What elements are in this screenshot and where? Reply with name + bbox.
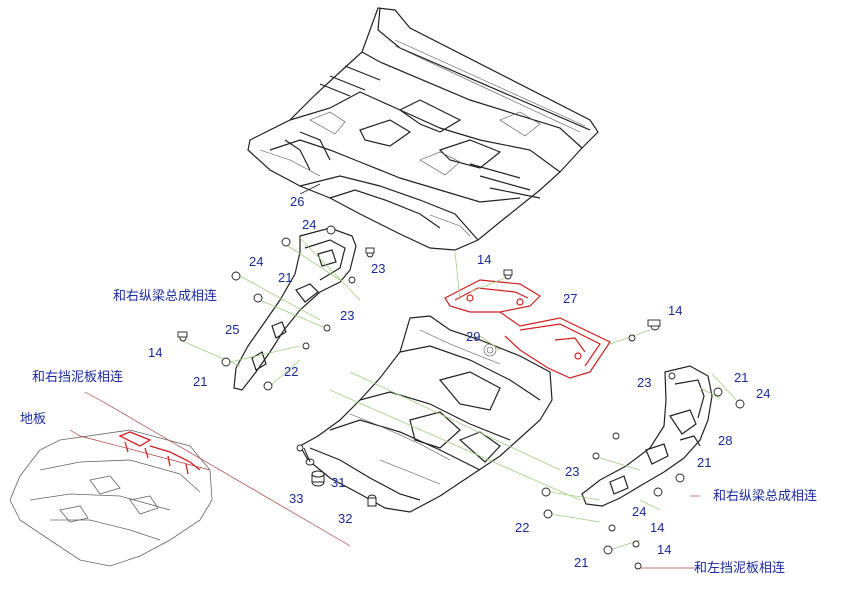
part-26-detail-lines <box>259 39 586 237</box>
note-floor: 地板 <box>20 412 47 427</box>
label-21a: 21 <box>278 270 293 285</box>
label-23c: 23 <box>637 375 652 390</box>
note-left-fender: 和左挡泥板相连 <box>694 561 786 576</box>
label-31: 31 <box>331 475 346 490</box>
label-14c: 14 <box>668 303 683 318</box>
part-25-left-bracket <box>233 227 357 391</box>
central-assembly-detail <box>349 329 501 485</box>
label-27: 27 <box>563 291 578 306</box>
part-28-right-bracket <box>581 365 713 507</box>
label-22a: 22 <box>284 364 299 379</box>
part-26-floor-panel <box>247 7 599 251</box>
label-23a: 23 <box>371 261 386 276</box>
label-14d: 14 <box>650 520 665 535</box>
note-right-rail-top: 和右纵梁总成相连 <box>113 289 218 304</box>
label-33: 33 <box>289 491 304 506</box>
label-26: 26 <box>290 194 305 209</box>
central-underbody-assembly <box>299 315 553 513</box>
label-14b: 14 <box>477 252 492 267</box>
label-29: 29 <box>466 329 481 344</box>
label-21e: 21 <box>574 555 589 570</box>
label-14e: 14 <box>657 542 672 557</box>
leader-lines <box>179 237 741 551</box>
label-28: 28 <box>718 433 733 448</box>
label-21b: 21 <box>193 374 208 389</box>
label-22b: 22 <box>515 520 530 535</box>
label-24a: 24 <box>302 217 317 232</box>
part-27-reinforcement <box>444 279 611 379</box>
leader-26 <box>299 183 321 195</box>
note-leader-lines <box>69 391 700 569</box>
label-24d: 24 <box>632 504 647 519</box>
note-right-fender: 和右挡泥板相连 <box>32 370 124 385</box>
fasteners-31-32-33 <box>303 447 377 507</box>
label-24b: 24 <box>249 254 264 269</box>
label-24c: 24 <box>756 386 771 401</box>
floor-thumbnail <box>9 429 213 567</box>
label-32: 32 <box>338 511 353 526</box>
label-23b: 23 <box>340 308 355 323</box>
label-21d: 21 <box>697 455 712 470</box>
label-25: 25 <box>225 322 240 337</box>
label-14a: 14 <box>148 345 163 360</box>
note-right-rail-bottom: 和右纵梁总成相连 <box>713 489 818 504</box>
bolts-and-nuts <box>177 225 745 570</box>
label-23d: 23 <box>565 464 580 479</box>
label-21c: 21 <box>734 370 749 385</box>
